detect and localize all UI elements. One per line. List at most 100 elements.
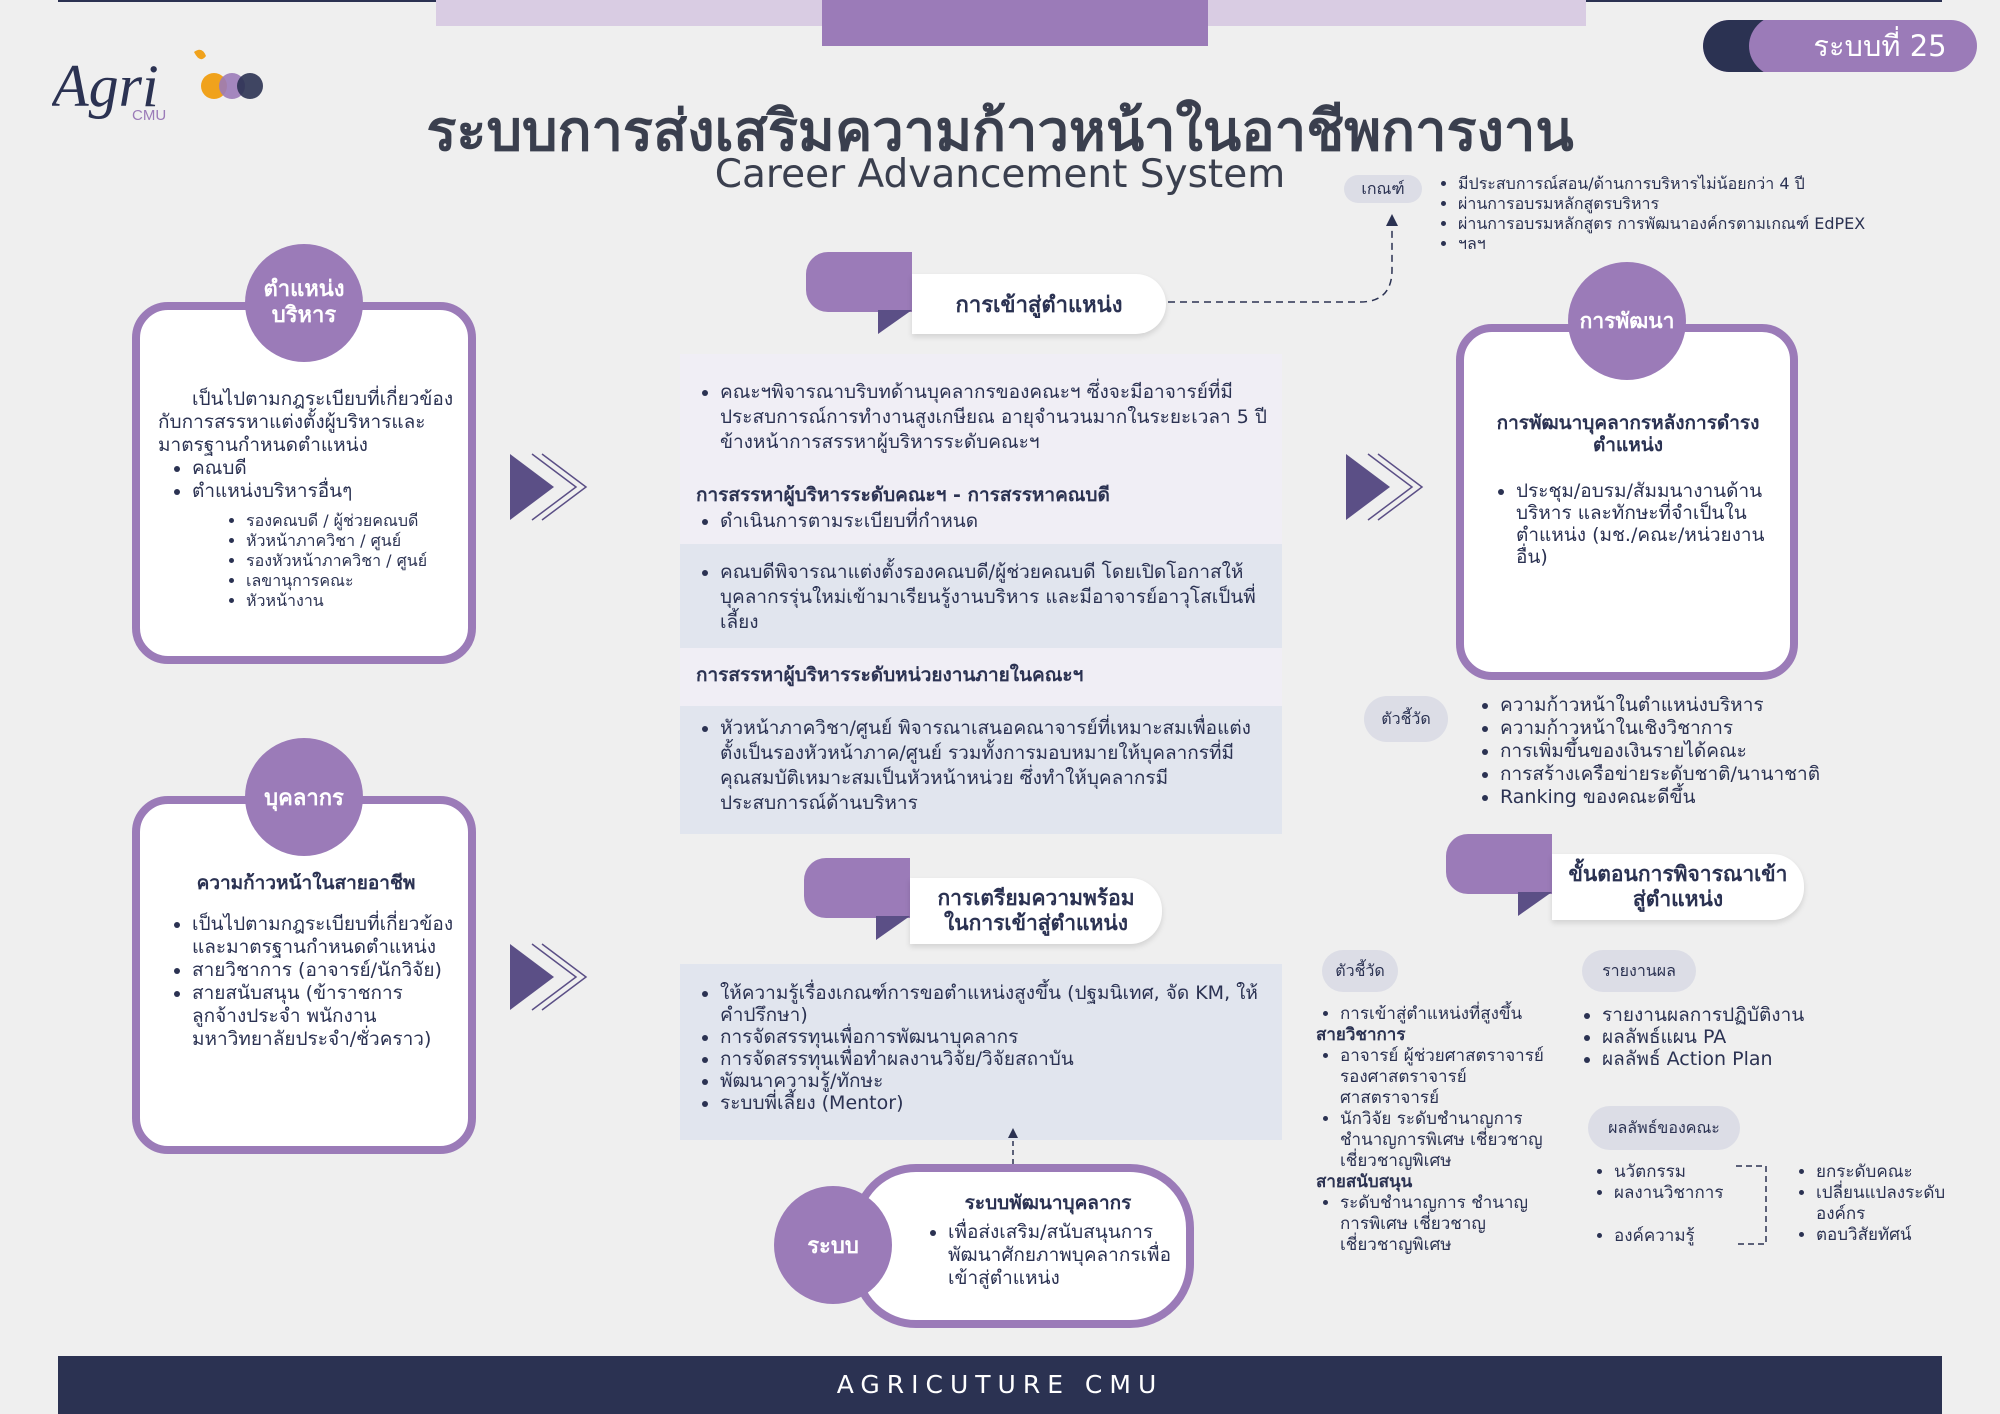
footer: AGRICUTURE CMU bbox=[58, 1356, 1942, 1414]
page-title-thai: ระบบการส่งเสริมความก้าวหน้าในอาชีพการงาน bbox=[426, 99, 1574, 164]
development-item: ประชุม/อบรม/สัมมนางานด้านบริหาร และทักษะ… bbox=[1516, 480, 1774, 568]
chevron-arrow-icon bbox=[510, 943, 588, 1011]
entry-block3-text: คณบดีพิจารณาแต่งตั้งรองคณบดี/ผู้ช่วยคณบด… bbox=[720, 560, 1268, 635]
indicator-item: ความก้าวหน้าในเชิงวิชาการ bbox=[1500, 717, 1876, 740]
entry-panel-1 bbox=[680, 354, 1282, 544]
system-item: เพื่อส่งเสริม/สนับสนุนการพัฒนาศักยภาพบุค… bbox=[948, 1221, 1172, 1290]
entry-tab-label: การเข้าสู่ตำแหน่ง bbox=[912, 274, 1166, 334]
system-connector bbox=[1008, 1128, 1018, 1164]
agri-cmu-logo: Agri CMU bbox=[48, 44, 282, 144]
entry-panel-4 bbox=[680, 706, 1282, 834]
development-circle: การพัฒนา bbox=[1568, 262, 1686, 380]
admin-sub-item: เลขานุการคณะ bbox=[246, 571, 454, 591]
report-item: รายงานผลการปฏิบัติงาน bbox=[1602, 1004, 1878, 1026]
prep-item: การจัดสรรทุนเพื่อการพัฒนาบุคลากร bbox=[720, 1026, 1272, 1048]
steps-tab: ขั้นตอนการพิจารณาเข้า สู่ตำแหน่ง bbox=[1446, 834, 1804, 926]
personnel-heading: ความก้าวหน้าในสายอาชีพ bbox=[196, 872, 416, 894]
chevron-arrow-icon bbox=[510, 453, 588, 521]
prep-item: พัฒนาความรู้/ทักษะ bbox=[720, 1070, 1272, 1092]
admin-sub-item: รองหัวหน้าภาควิชา / ศูนย์ bbox=[246, 551, 454, 571]
entry-tab: การเข้าสู่ตำแหน่ง bbox=[806, 252, 1166, 336]
indicators-top-pill: ตัวชี้วัด bbox=[1364, 696, 1448, 742]
admin-circle-line2: บริหาร bbox=[271, 303, 337, 328]
system-number-badge: ระบบที่ 25 bbox=[1703, 20, 1977, 72]
entry-heading2: การสรรหาผู้บริหารระดับคณะฯ - การสรรหาคณบ… bbox=[696, 484, 1110, 506]
indicators-bottom-item0: การเข้าสู่ตำแหน่งที่สูงขึ้น bbox=[1340, 1004, 1556, 1025]
admin-intro: เป็นไปตามกฎระเบียบที่เกี่ยวข้องกับการสรร… bbox=[158, 388, 454, 456]
indicators-top-list: ความก้าวหน้าในตำแหน่งบริหารความก้าวหน้าใ… bbox=[1476, 694, 1876, 809]
admin-sub-item: หัวหน้างาน bbox=[246, 591, 454, 611]
prep-item: ระบบพี่เลี้ยง (Mentor) bbox=[720, 1092, 1272, 1114]
outcome-right-item: เปลี่ยนแปลงระดับองค์กร bbox=[1816, 1183, 1972, 1225]
outcome-left-list: นวัตกรรมผลงานวิชาการ องค์ความรู้ bbox=[1590, 1162, 1760, 1247]
entry-block2: ดำเนินการตามระเบียบที่กำหนด bbox=[696, 510, 1268, 533]
report-item: ผลลัพธ์แผน PA bbox=[1602, 1026, 1878, 1048]
system-card bbox=[852, 1164, 1194, 1328]
admin-position-content: เป็นไปตามกฎระเบียบที่เกี่ยวข้องกับการสรร… bbox=[158, 388, 454, 611]
outcome-left-item3: องค์ความรู้ bbox=[1614, 1226, 1760, 1247]
academic-label: สายวิชาการ bbox=[1316, 1025, 1406, 1045]
admin-circle-line1: ตำแหน่ง bbox=[263, 277, 345, 302]
prep-item: ให้ความรู้เรื่องเกณฑ์การขอตำแหน่งสูงขึ้น… bbox=[720, 982, 1272, 1026]
support-label: สายสนับสนุน bbox=[1316, 1172, 1413, 1192]
top-bar-accent bbox=[822, 0, 1208, 46]
page-title-english: Career Advancement System bbox=[714, 152, 1286, 197]
report-item: ผลลัพธ์ Action Plan bbox=[1602, 1048, 1878, 1070]
entry-block1: คณะฯพิจารณาบริบทด้านบุคลากรของคณะฯ ซึ่งจ… bbox=[696, 380, 1268, 455]
personnel-item: เป็นไปตามกฎระเบียบที่เกี่ยวข้องและมาตรฐา… bbox=[192, 913, 454, 959]
entry-panel-3 bbox=[680, 648, 1282, 706]
outcome-left-item: ผลงานวิชาการ bbox=[1614, 1183, 1760, 1204]
outcome-right-item: ตอบวิสัยทัศน์ bbox=[1816, 1225, 1972, 1246]
admin-position-circle: ตำแหน่ง บริหาร bbox=[245, 244, 363, 362]
development-heading: การพัฒนาบุคลากรหลังการดำรงตำแหน่ง bbox=[1496, 412, 1760, 456]
chevron-arrow-icon bbox=[1346, 453, 1424, 521]
admin-sub-item: หัวหน้าภาควิชา / ศูนย์ bbox=[246, 531, 454, 551]
prep-tab-line1: การเตรียมความพร้อม bbox=[937, 886, 1135, 910]
criteria-item: มีประสบการณ์สอน/ด้านการบริหารไม่น้อยกว่า… bbox=[1458, 174, 1994, 194]
system-circle: ระบบ bbox=[774, 1186, 892, 1304]
indicators-bottom-content: การเข้าสู่ตำแหน่งที่สูงขึ้น สายวิชาการ อ… bbox=[1316, 1004, 1556, 1256]
outcome-right-list: ยกระดับคณะเปลี่ยนแปลงระดับองค์กรตอบวิสัย… bbox=[1792, 1162, 1972, 1246]
steps-tab-label: ขั้นตอนการพิจารณาเข้า สู่ตำแหน่ง bbox=[1552, 854, 1804, 920]
entry-block4-text: หัวหน้าภาควิชา/ศูนย์ พิจารณาเสนอคณาจารย์… bbox=[720, 716, 1268, 816]
academic-item: นักวิจัย ระดับชำนาญการ ชำนาญการพิเศษ เชี… bbox=[1340, 1109, 1556, 1172]
entry-heading4: การสรรหาผู้บริหารระดับหน่วยงานภายในคณะฯ bbox=[696, 664, 1084, 686]
entry-block2-text: ดำเนินการตามระเบียบที่กำหนด bbox=[720, 510, 1268, 533]
report-list: รายงานผลการปฏิบัติงานผลลัพธ์แผน PAผลลัพธ… bbox=[1578, 1004, 1878, 1070]
steps-tab-line1: ขั้นตอนการพิจารณาเข้า bbox=[1568, 862, 1788, 886]
admin-position-item: ตำแหน่งบริหารอื่นๆ bbox=[192, 480, 454, 503]
indicators-bottom-pill: ตัวชี้วัด bbox=[1322, 950, 1398, 992]
personnel-circle: บุคลากร bbox=[245, 738, 363, 856]
indicator-item: การสร้างเครือข่ายระดับชาติ/นานาชาติ bbox=[1500, 763, 1876, 786]
admin-position-item: คณบดี bbox=[192, 457, 454, 480]
criteria-connector bbox=[1168, 214, 1398, 303]
outcome-right-item: ยกระดับคณะ bbox=[1816, 1162, 1972, 1183]
report-pill: รายงานผล bbox=[1582, 950, 1696, 992]
entry-block4: หัวหน้าภาควิชา/ศูนย์ พิจารณาเสนอคณาจารย์… bbox=[696, 716, 1268, 816]
criteria-pill: เกณฑ์ bbox=[1344, 175, 1422, 203]
criteria-item: ผ่านการอบรมหลักสูตรบริหาร bbox=[1458, 194, 1994, 214]
indicator-item: การเพิ่มขึ้นของเงินรายได้คณะ bbox=[1500, 740, 1876, 763]
prep-tab: การเตรียมความพร้อม ในการเข้าสู่ตำแหน่ง bbox=[804, 858, 1162, 946]
entry-block3: คณบดีพิจารณาแต่งตั้งรองคณบดี/ผู้ช่วยคณบด… bbox=[696, 560, 1268, 635]
indicator-item: ความก้าวหน้าในตำแหน่งบริหาร bbox=[1500, 694, 1876, 717]
system-content: ระบบพัฒนาบุคลากร เพื่อส่งเสริม/สนับสนุนก… bbox=[924, 1192, 1172, 1290]
indicator-item: Ranking ของคณะดีขึ้น bbox=[1500, 786, 1876, 809]
prep-item: การจัดสรรทุนเพื่อทำผลงานวิจัย/วิจัยสถาบั… bbox=[720, 1048, 1272, 1070]
support-item: ระดับชำนาญการ ชำนาญการพิเศษ เชี่ยวชาญ เช… bbox=[1340, 1193, 1556, 1256]
prep-tab-label: การเตรียมความพร้อม ในการเข้าสู่ตำแหน่ง bbox=[910, 878, 1162, 944]
criteria-item: ฯลฯ bbox=[1458, 234, 1994, 254]
prep-tab-line2: ในการเข้าสู่ตำแหน่ง bbox=[944, 911, 1128, 935]
logo-sub: CMU bbox=[132, 107, 166, 124]
criteria-item: ผ่านการอบรมหลักสูตร การพัฒนาองค์กรตามเกณ… bbox=[1458, 214, 1994, 234]
entry-panel-2 bbox=[680, 544, 1282, 648]
badge-text: ระบบที่ 25 bbox=[1813, 29, 1947, 63]
personnel-item: สายสนับสนุน (ข้าราชการ ลูกจ้างประจำ พนัก… bbox=[192, 982, 454, 1051]
system-heading: ระบบพัฒนาบุคลากร bbox=[964, 1192, 1132, 1214]
personnel-item: สายวิชาการ (อาจารย์/นักวิจัย) bbox=[192, 959, 454, 982]
outcome-left-item: นวัตกรรม bbox=[1614, 1162, 1760, 1183]
outcome-pill: ผลลัพธ์ของคณะ bbox=[1588, 1106, 1740, 1150]
logo-text: Agri bbox=[52, 53, 159, 119]
development-content: การพัฒนาบุคลากรหลังการดำรงตำแหน่ง ประชุม… bbox=[1482, 412, 1774, 568]
admin-position-card bbox=[132, 302, 476, 664]
